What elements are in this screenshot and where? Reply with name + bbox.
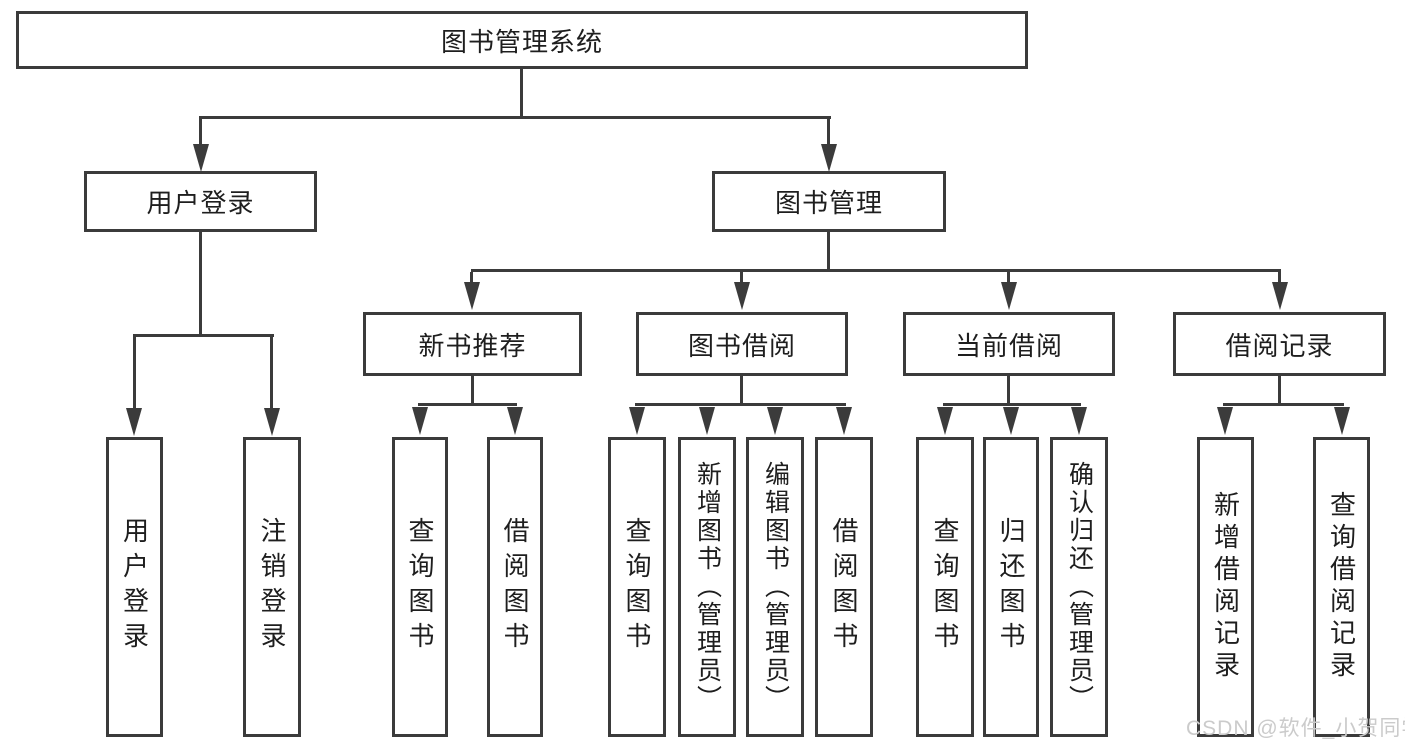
- leaf-label: 用户登录: [119, 517, 150, 657]
- node-new-books: 新书推荐: [363, 312, 582, 376]
- node-user-login: 用户登录: [84, 171, 317, 232]
- connector-user-login-horizontal: [133, 334, 274, 337]
- leaf-add-books-admin: 新增图书（管理员）: [678, 437, 736, 737]
- node-new-books-label: 新书推荐: [418, 330, 527, 361]
- connector-book-management-trunk: [827, 232, 830, 272]
- csdn-watermark: CSDN @软件_小贺同学: [1186, 717, 1405, 740]
- connector-book-borrow-trunk: [740, 376, 743, 406]
- connector-root-horizontal: [199, 116, 831, 119]
- arrow-down-icon: [1001, 282, 1017, 310]
- arrow-down-icon: [821, 144, 837, 172]
- arrow-down-icon: [734, 282, 750, 310]
- leaf-label: 查询图书: [405, 517, 435, 657]
- leaf-label: 借阅图书: [500, 517, 530, 657]
- leaf-label: 新增图书（管理员）: [693, 461, 722, 713]
- connector-user-login-shaft: [199, 119, 202, 147]
- leaf-query-borrow-record: 查询借阅记录: [1313, 437, 1370, 737]
- node-book-borrow-label: 图书借阅: [687, 330, 796, 361]
- arrow-down-icon: [836, 407, 852, 435]
- leaf-label: 确认归还（管理员）: [1065, 461, 1094, 713]
- arrow-down-icon: [699, 407, 715, 435]
- arrow-down-icon: [937, 407, 953, 435]
- node-book-borrow: 图书借阅: [636, 312, 848, 376]
- arrow-down-icon: [1071, 407, 1087, 435]
- leaf-label: 注销登录: [257, 517, 287, 657]
- node-root: 图书管理系统: [16, 11, 1028, 69]
- leaf-label: 借阅图书: [829, 517, 859, 657]
- node-current-borrow-label: 当前借阅: [954, 330, 1063, 361]
- leaf-user-login: 用户登录: [106, 437, 163, 737]
- leaf-query-books-1: 查询图书: [392, 437, 448, 737]
- connector-root-trunk: [520, 69, 523, 117]
- connector-leaf-shaft: [470, 272, 473, 284]
- leaf-add-borrow-record: 新增借阅记录: [1197, 437, 1254, 737]
- arrow-down-icon: [126, 408, 142, 436]
- arrow-down-icon: [264, 408, 280, 436]
- arrow-down-icon: [1217, 407, 1233, 435]
- connector-new-books-horizontal: [418, 403, 517, 406]
- connector-leaf-shaft: [133, 337, 136, 409]
- connector-current-borrow-horizontal: [943, 403, 1081, 406]
- node-current-borrow: 当前借阅: [903, 312, 1115, 376]
- arrow-down-icon: [412, 407, 428, 435]
- leaf-label: 归还图书: [996, 517, 1026, 657]
- leaf-label: 查询图书: [930, 517, 960, 657]
- leaf-label: 查询图书: [622, 517, 652, 657]
- connector-borrow-records-trunk: [1278, 376, 1281, 406]
- arrow-down-icon: [1272, 282, 1288, 310]
- leaf-query-books-2: 查询图书: [608, 437, 666, 737]
- arrow-down-icon: [1334, 407, 1350, 435]
- node-borrow-records-label: 借阅记录: [1225, 330, 1334, 361]
- leaf-confirm-return-admin: 确认归还（管理员）: [1050, 437, 1108, 737]
- leaf-borrow-books-1: 借阅图书: [487, 437, 543, 737]
- arrow-down-icon: [629, 407, 645, 435]
- leaf-label: 查询借阅记录: [1326, 491, 1357, 683]
- connector-leaf-shaft: [1278, 272, 1281, 284]
- connector-book-borrow-horizontal: [635, 403, 846, 406]
- arrow-down-icon: [507, 407, 523, 435]
- connector-book-management-horizontal: [471, 269, 1281, 272]
- connector-new-books-trunk: [471, 376, 474, 406]
- leaf-return-books: 归还图书: [983, 437, 1039, 737]
- connector-current-borrow-trunk: [1007, 376, 1010, 406]
- node-borrow-records: 借阅记录: [1173, 312, 1386, 376]
- connector-leaf-shaft: [1007, 272, 1010, 284]
- leaf-borrow-books-2: 借阅图书: [815, 437, 873, 737]
- node-book-management-label: 图书管理: [774, 188, 883, 218]
- arrow-down-icon: [767, 407, 783, 435]
- leaf-label: 新增借阅记录: [1210, 491, 1241, 683]
- arrow-down-icon: [193, 144, 209, 172]
- arrow-down-icon: [1003, 407, 1019, 435]
- leaf-logout: 注销登录: [243, 437, 301, 737]
- node-root-label: 图书管理系统: [440, 26, 603, 57]
- node-book-management: 图书管理: [712, 171, 946, 232]
- node-user-login-label: 用户登录: [146, 188, 255, 218]
- connector-leaf-shaft: [740, 272, 743, 284]
- leaf-edit-books-admin: 编辑图书（管理员）: [746, 437, 804, 737]
- connector-user-login-trunk: [199, 232, 202, 337]
- connector-book-management-shaft: [827, 119, 830, 147]
- leaf-label: 编辑图书（管理员）: [761, 461, 790, 713]
- connector-leaf-shaft: [270, 337, 273, 409]
- leaf-query-books-3: 查询图书: [916, 437, 974, 737]
- arrow-down-icon: [464, 282, 480, 310]
- connector-borrow-records-horizontal: [1223, 403, 1344, 406]
